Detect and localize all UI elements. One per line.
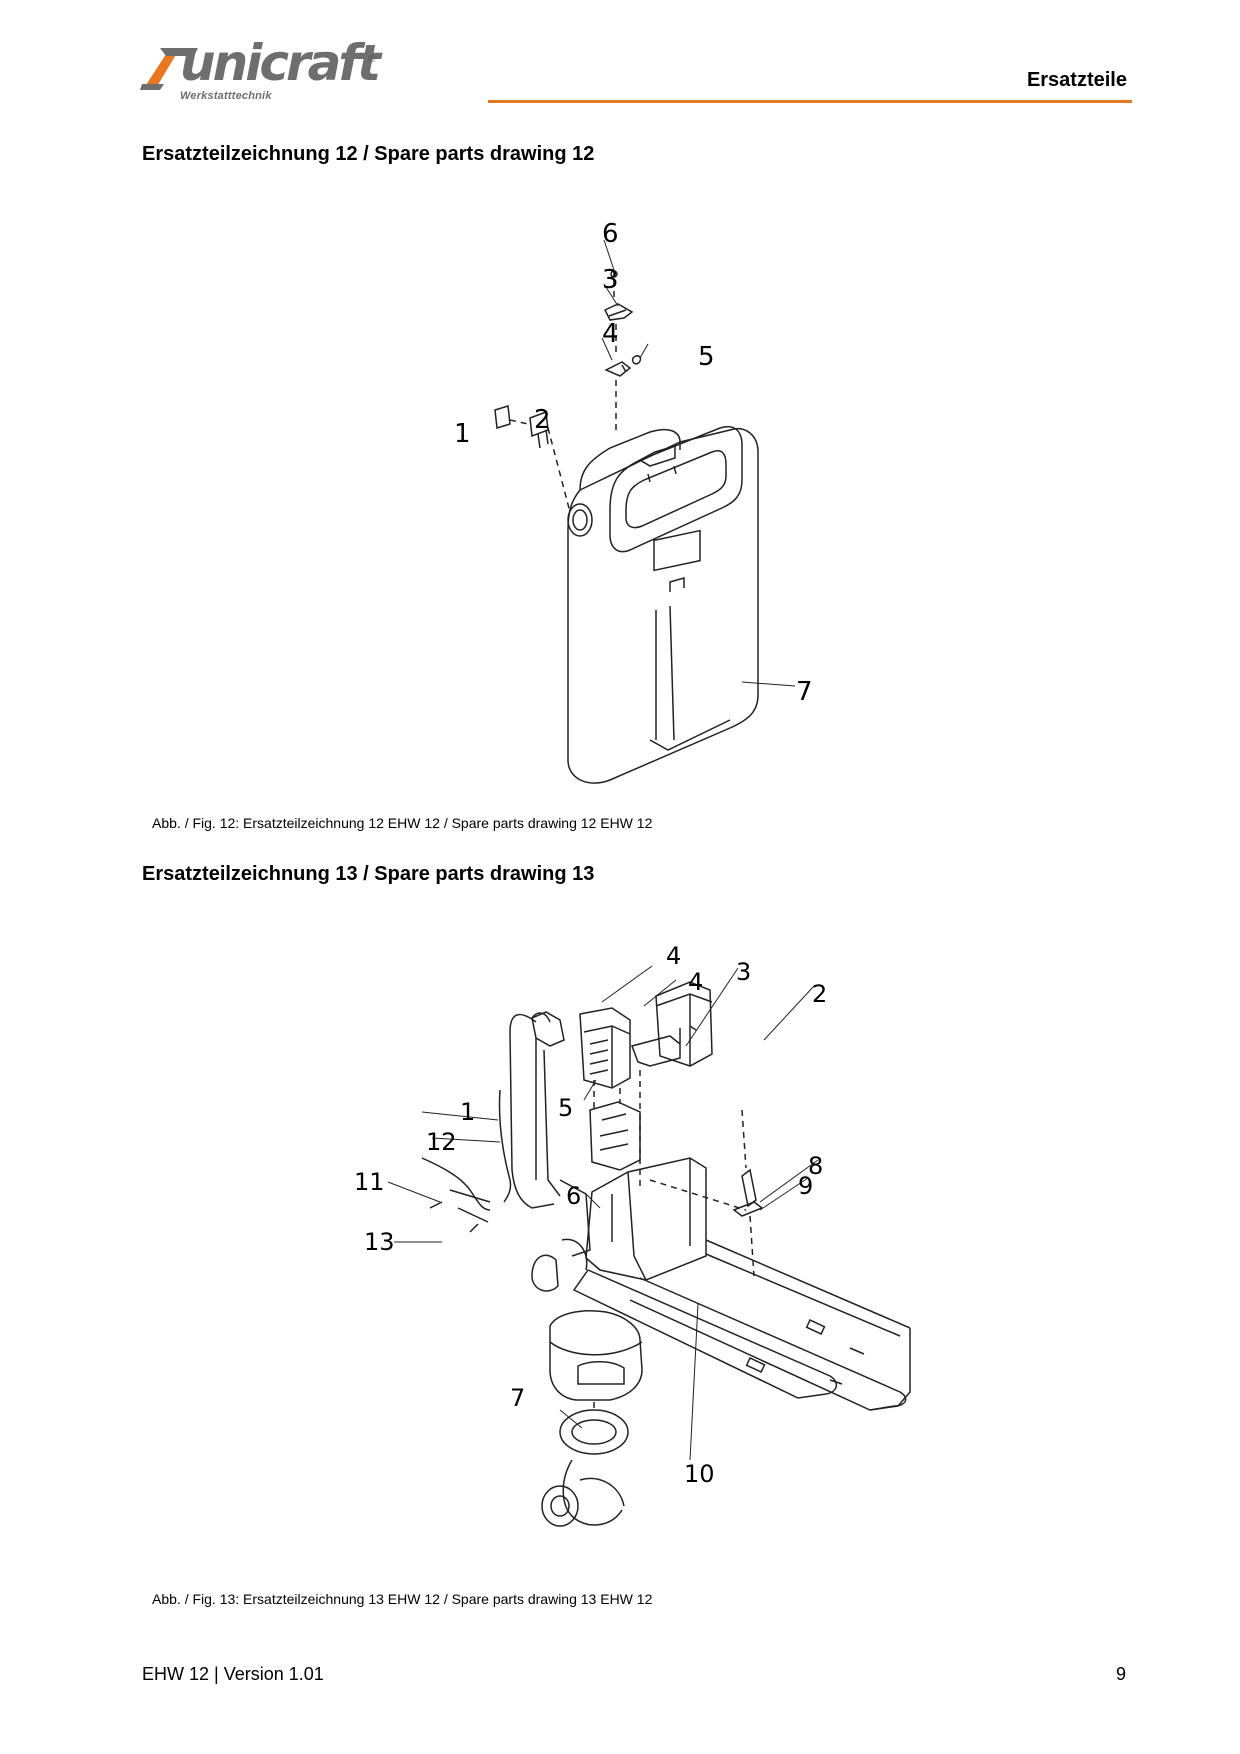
drawing-13-heading: Ersatzteilzeichnung 13 / Spare parts dra… [142,863,595,885]
part-number-label: 7 [796,677,813,707]
part-number-label: 6 [602,220,619,249]
part-number-label: 1 [460,1098,475,1126]
brand-name: unicraft [180,34,381,92]
header-rule [488,100,1132,103]
part-number-label: 6 [566,1182,581,1210]
part-number-label: 8 [808,1152,823,1180]
part-number-label: 11 [354,1168,385,1196]
drawing-12-battery-diagram: 6 3 4 5 1 2 7 [454,220,813,784]
logo-mark-icon [140,48,198,90]
part-number-label: 5 [558,1094,573,1122]
drawing-13-truck-diagram: 1 2 3 4 4 5 6 7 8 9 10 11 12 13 [354,942,911,1527]
part-number-label: 4 [602,319,619,349]
brand-logo: unicraft ® Werkstatttechnik [140,38,381,104]
footer-document-version: EHW 12 | Version 1.01 [142,1664,324,1684]
drawing-12-caption: Abb. / Fig. 12: Ersatzteilzeichnung 12 E… [152,815,653,831]
part-number-label: 10 [684,1460,715,1488]
part-number-label: 9 [798,1172,813,1200]
part-number-label: 13 [364,1228,395,1256]
part-number-label: 3 [602,265,619,295]
part-number-label: 5 [698,342,715,372]
part-number-label: 7 [510,1384,525,1412]
brand-subtitle: Werkstatttechnik [180,90,272,102]
section-title: Ersatzteile [1026,69,1127,91]
part-number-label: 4 [666,942,681,970]
registered-mark-icon: ® [368,54,376,65]
part-number-label: 12 [426,1128,457,1156]
part-number-label: 4 [688,968,703,996]
part-number-label: 3 [736,958,751,986]
part-number-label: 2 [534,405,551,435]
drawing-13-caption: Abb. / Fig. 13: Ersatzteilzeichnung 13 E… [152,1591,653,1607]
footer-page-number: 9 [1115,1664,1126,1684]
part-number-label: 2 [812,980,827,1008]
part-number-label: 1 [454,419,471,449]
drawing-12-heading: Ersatzteilzeichnung 12 / Spare parts dra… [142,143,595,165]
